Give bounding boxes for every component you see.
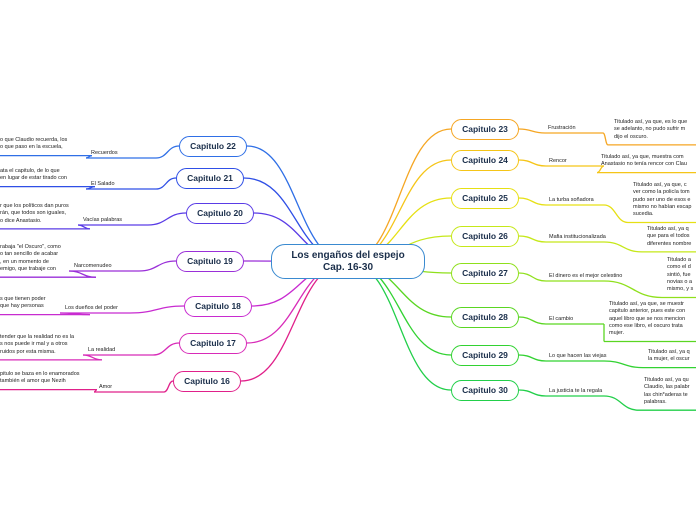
note-text: Titulado así, ya que, muestra com Anasta… (601, 154, 687, 168)
note-text: ata el capitulo, de lo que en lugar de e… (0, 168, 67, 182)
subtopic-connector (518, 128, 546, 134)
subtopic-label[interactable]: Narcomenudeo (74, 263, 112, 269)
note-connector (603, 280, 663, 299)
chapter-node[interactable]: Capitulo 23 (451, 118, 519, 140)
note-connector (68, 270, 97, 278)
subtopic-connector (518, 159, 547, 167)
chapter-node[interactable]: Capitulo 18 (184, 295, 252, 317)
subtopic-label[interactable]: El Salado (91, 181, 115, 187)
subtopic-connector (518, 316, 547, 325)
subtopic-label[interactable]: Lo que hacen las viejas (549, 353, 607, 359)
subtopic-label[interactable]: La realidad (88, 347, 116, 353)
central-topic[interactable]: Los engaños del espejo Cap. 16-30 (271, 244, 425, 279)
chapter-node[interactable]: Capitulo 22 (179, 135, 247, 157)
subtopic-label[interactable]: Recuerdos (91, 150, 118, 156)
note-text: Titulado a como el d sintió, fue novias … (667, 257, 694, 293)
subtopic-label[interactable]: Mafia institucionalizada (549, 234, 606, 240)
subtopic-label[interactable]: La turba soñadora (549, 197, 594, 203)
note-connector (82, 354, 103, 361)
subtopic-label[interactable]: Vacías palabras (83, 217, 123, 223)
chapter-node[interactable]: Capitulo 30 (451, 379, 519, 401)
note-connector (603, 360, 644, 369)
note-text: rabaja "el Oscuro", como o tan sencillo … (0, 244, 61, 272)
note-text: Titulado así, ya q que para el todos dif… (647, 226, 692, 247)
chapter-node[interactable]: Capitulo 21 (176, 167, 244, 189)
chapter-node[interactable]: Capitulo 26 (451, 225, 519, 247)
subtopic-connector (518, 272, 547, 282)
note-text: o que Claudio recuerda, los o que paso e… (0, 137, 68, 151)
subtopic-connector (163, 380, 174, 393)
note-connector (602, 132, 609, 146)
chapter-node[interactable]: Capitulo 20 (186, 202, 254, 224)
branch-line (240, 261, 349, 382)
note-connector (603, 204, 629, 224)
chapter-node[interactable]: Capitulo 25 (451, 187, 519, 209)
subtopic-label[interactable]: Frustración (548, 125, 576, 131)
note-text: r que los políticos dan puros rán, que t… (0, 203, 69, 224)
note-text: Titulado así, ya que, c ver como la poli… (633, 182, 692, 218)
subtopic-label[interactable]: La justicia te la regala (549, 388, 603, 394)
note-text: tender que la realidad no es la s nos pu… (0, 334, 74, 355)
branch-line (347, 128, 452, 263)
subtopic-connector (518, 197, 547, 206)
note-connector (603, 241, 643, 253)
subtopic-connector (138, 260, 177, 272)
subtopic-connector (152, 342, 180, 356)
subtopic-label[interactable]: Los dueños del poder (65, 305, 118, 311)
note-text: Titulado así, ya que, es lo que se adela… (614, 119, 688, 140)
note-connector (603, 395, 640, 411)
subtopic-label[interactable]: El dinero es el mejor celestino (549, 273, 623, 279)
chapter-node[interactable]: Capitulo 28 (451, 306, 519, 328)
subtopic-connector (147, 212, 187, 226)
subtopic-connector (155, 177, 177, 190)
note-text: Titulado así, ya q la mujer, el oscur (648, 349, 690, 363)
chapter-node[interactable]: Capitulo 17 (179, 332, 247, 354)
subtopic-connector (518, 389, 547, 397)
note-text: Titulado así, ya qu Claudio, las palabr … (644, 377, 690, 405)
note-text: s que tienen poder que hay personas (0, 296, 46, 310)
subtopic-connector (155, 145, 180, 159)
branch-line (347, 261, 452, 391)
chapter-node[interactable]: Capitulo 19 (176, 250, 244, 272)
subtopic-connector (518, 354, 547, 362)
note-text: Titulado así, ya que, se muestr capitulo… (609, 301, 686, 337)
subtopic-label[interactable]: Amor (99, 384, 113, 390)
subtopic-connector (129, 305, 185, 314)
subtopic-label[interactable]: Rencor (549, 158, 567, 164)
note-text: pitulo se baza en lo enamorados también … (0, 371, 80, 385)
subtopic-connector (518, 235, 547, 243)
central-subtitle: Cap. 16-30 (322, 261, 374, 273)
central-title: Los engaños del espejo (291, 249, 405, 261)
chapter-node[interactable]: Capitulo 29 (451, 344, 519, 366)
chapter-node[interactable]: Capitulo 27 (451, 262, 519, 284)
chapter-node[interactable]: Capitulo 24 (451, 149, 519, 171)
subtopic-label[interactable]: El cambio (549, 316, 574, 322)
chapter-node[interactable]: Capitulo 16 (173, 370, 241, 392)
